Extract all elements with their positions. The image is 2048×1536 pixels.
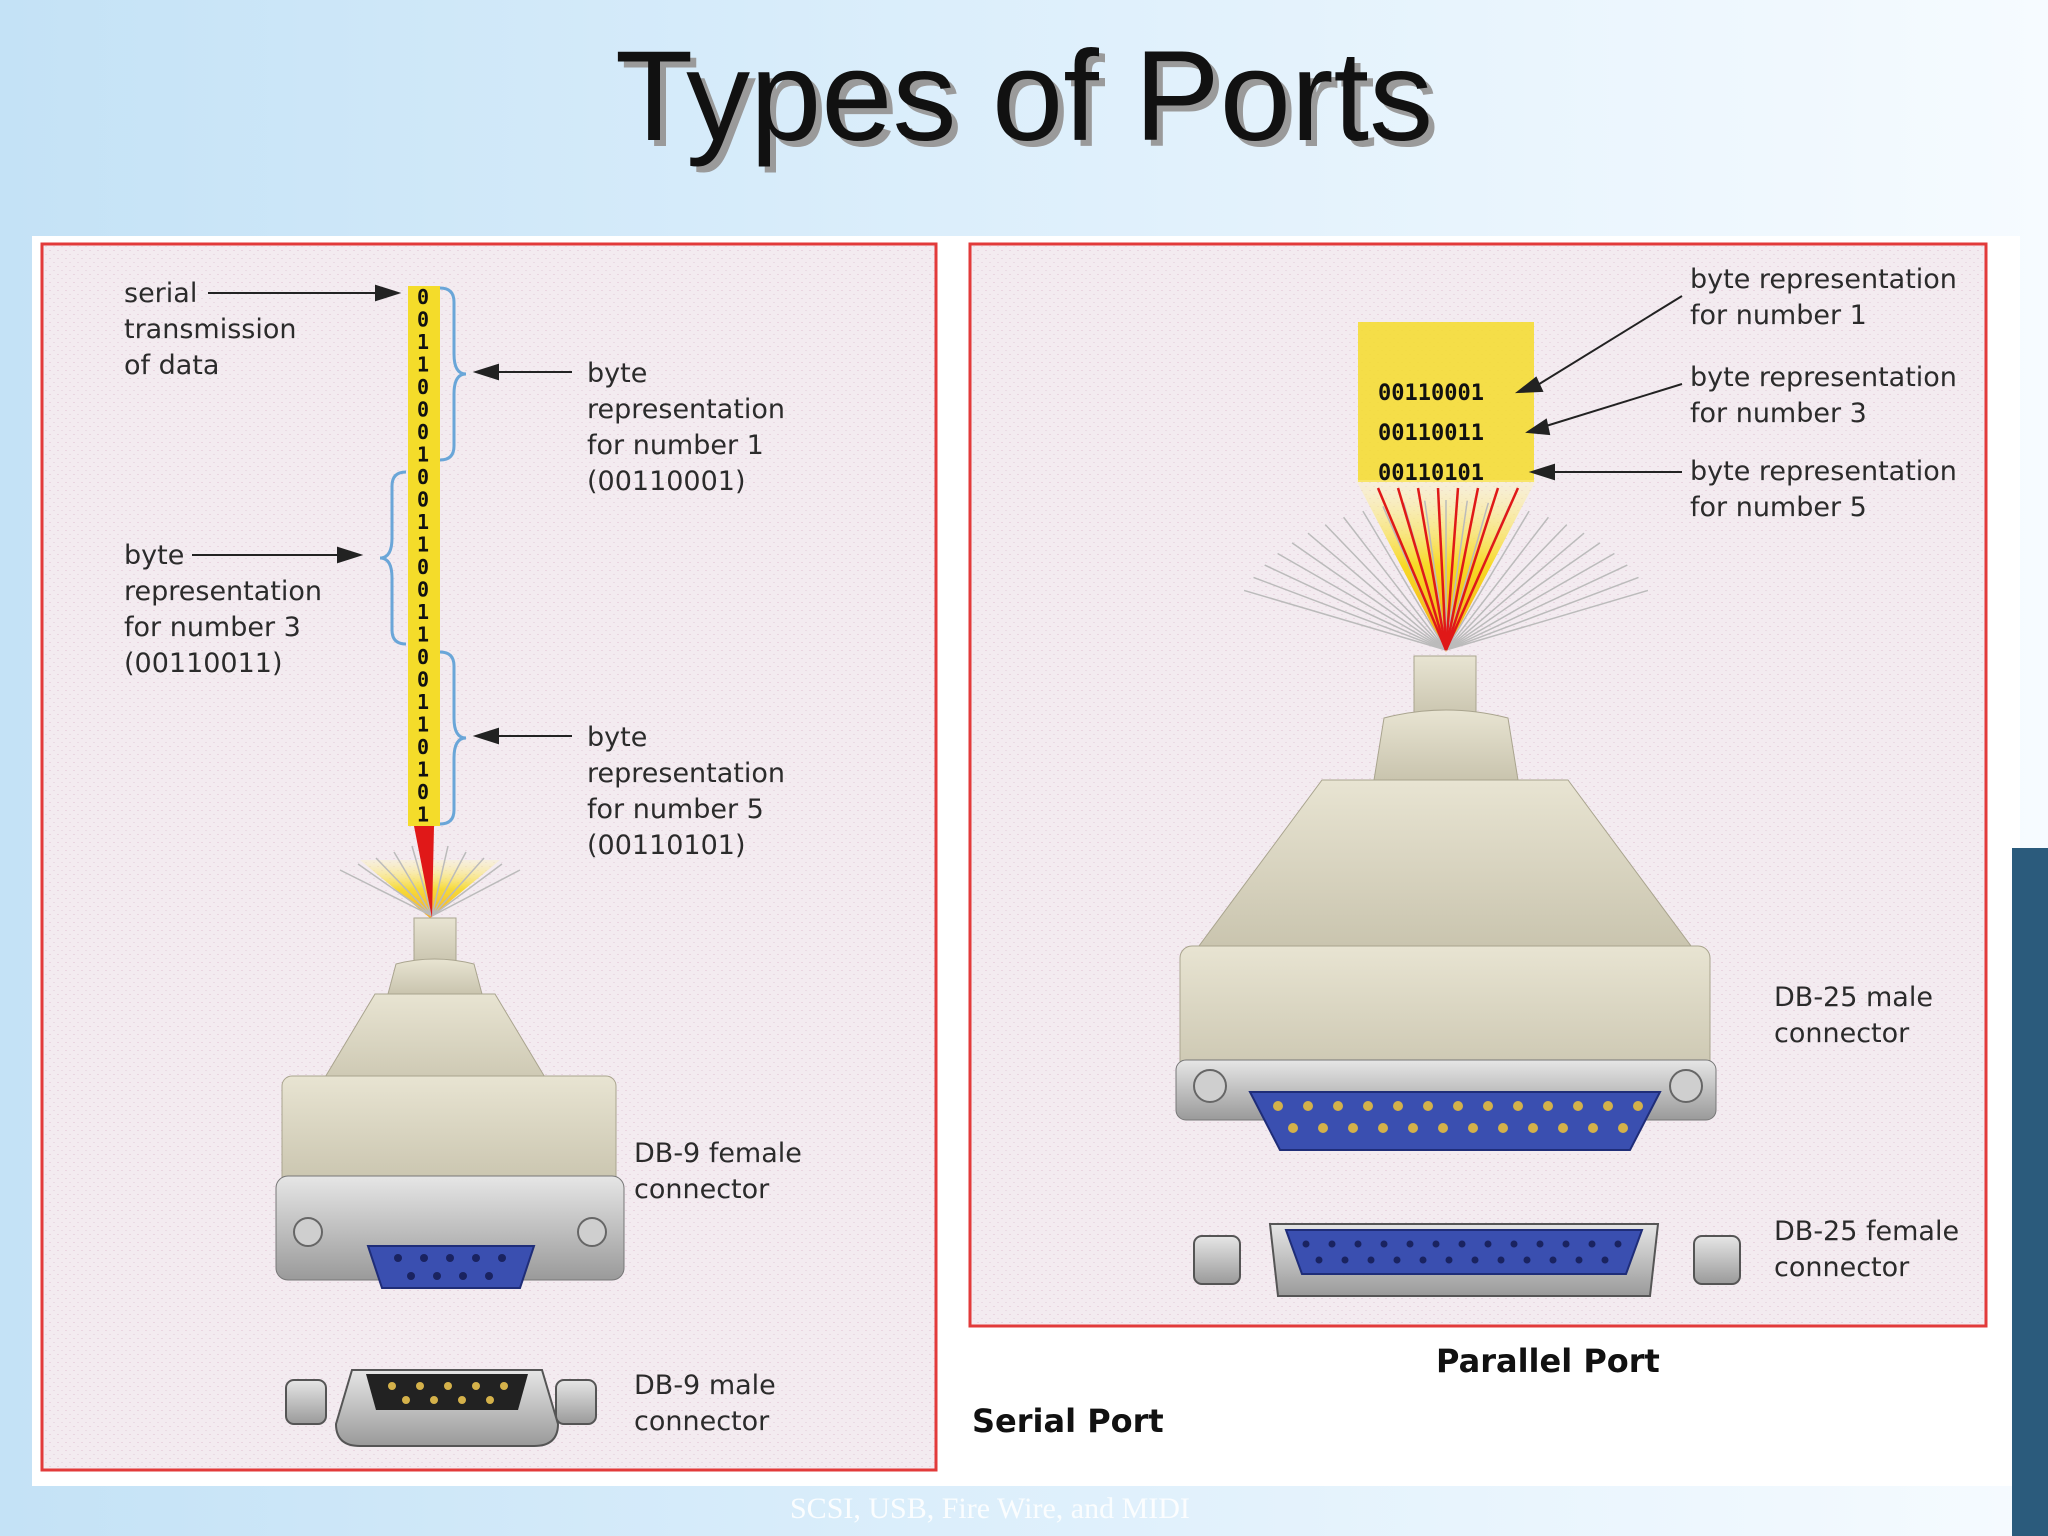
serial-signal-fan: [339, 826, 521, 918]
serial-bit: 1: [417, 803, 429, 827]
slide-title: Types of Ports: [614, 25, 1434, 168]
serial-bit: 1: [417, 443, 429, 467]
brace-byte1: [439, 286, 467, 462]
serial-bit: 1: [417, 353, 429, 377]
serial-bit: 0: [417, 308, 429, 332]
serial-stream-label: serial transmission of data: [124, 278, 305, 381]
parallel-byte3-label: byte representation for number 3: [1690, 362, 1966, 429]
serial-bit: 1: [417, 623, 429, 647]
serial-bit: 1: [417, 758, 429, 782]
db25-female-connector: [1193, 1223, 1741, 1297]
serial-bit: 1: [417, 533, 429, 557]
db9-male-connector: [285, 1369, 597, 1447]
parallel-byte-1: 00110001: [1378, 381, 1484, 406]
serial-bit-stream: [408, 286, 440, 826]
parallel-arrows: [1514, 295, 1683, 481]
db25-female-label: DB-25 female connector: [1774, 1216, 1968, 1283]
parallel-port-caption: Parallel Port: [1436, 1342, 1660, 1380]
parallel-byte5-label: byte representation for number 5: [1690, 456, 1966, 523]
serial-bit: 1: [417, 510, 429, 534]
db9-female-connector: [275, 917, 625, 1289]
parallel-byte-5: 00110101: [1378, 461, 1484, 486]
serial-bit: 1: [417, 600, 429, 624]
serial-byte1-label: byte representation for number 1 (001100…: [587, 358, 794, 497]
serial-bit: 0: [417, 398, 429, 422]
serial-arrows: [192, 284, 572, 745]
serial-bit: 0: [417, 285, 429, 309]
decorative-side-bar: [2012, 848, 2048, 1536]
serial-bit: 1: [417, 690, 429, 714]
serial-bit: 0: [417, 488, 429, 512]
db9-female-label: DB-9 female connector: [634, 1138, 811, 1205]
serial-bit: 0: [417, 735, 429, 759]
serial-byte3-label: byte representation for number 3 (001100…: [124, 540, 331, 679]
parallel-byte-3: 00110011: [1378, 421, 1484, 446]
brace-byte3: [379, 470, 407, 646]
db9-male-label: DB-9 male connector: [634, 1370, 784, 1437]
serial-bit: 0: [417, 420, 429, 444]
parallel-stream: [1358, 322, 1534, 482]
serial-bit: 0: [417, 578, 429, 602]
serial-byte5-label: byte representation for number 5 (001101…: [587, 722, 794, 861]
parallel-byte1-label: byte representation for number 1: [1690, 264, 1966, 331]
serial-port-caption: Serial Port: [972, 1402, 1164, 1440]
serial-bit: 0: [417, 375, 429, 399]
serial-bit: 1: [417, 330, 429, 354]
serial-bit: 0: [417, 645, 429, 669]
serial-bit: 0: [417, 668, 429, 692]
serial-bit: 1: [417, 713, 429, 737]
db25-male-connector: [1175, 655, 1717, 1151]
serial-bit: 0: [417, 555, 429, 579]
slide-footer: SCSI, USB, Fire Wire, and MIDI: [790, 1492, 1190, 1525]
serial-bit: 0: [417, 780, 429, 804]
brace-byte5: [439, 650, 467, 826]
serial-bit: 0: [417, 465, 429, 489]
db25-male-label: DB-25 male connector: [1774, 982, 1942, 1049]
parallel-signal-fan: [1243, 480, 1649, 652]
